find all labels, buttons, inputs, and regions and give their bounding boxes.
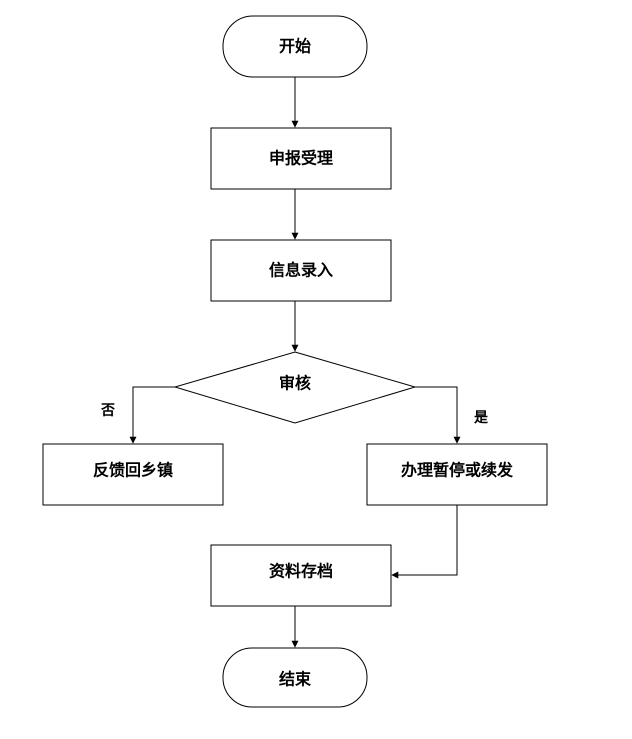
info-entry-label: 信息录入 bbox=[269, 261, 333, 280]
yes-branch-label: 是 bbox=[474, 410, 489, 426]
report-accept-label: 申报受理 bbox=[269, 149, 333, 168]
no-branch-label: 否 bbox=[100, 403, 115, 419]
info-entry-box bbox=[210, 239, 392, 302]
process-box bbox=[366, 443, 548, 506]
edge-process-to-archive bbox=[391, 505, 458, 579]
end-label: 结束 bbox=[278, 670, 312, 689]
edge-review-to-process bbox=[415, 386, 461, 444]
feedback-label: 反馈回乡镇 bbox=[93, 461, 173, 480]
archive-label: 资料存档 bbox=[269, 562, 333, 581]
edge-review-to-feedback bbox=[129, 386, 175, 444]
feedback-box bbox=[42, 443, 224, 506]
review-label: 审核 bbox=[279, 374, 311, 393]
start-label: 开始 bbox=[279, 37, 311, 56]
report-accept-box bbox=[210, 127, 392, 190]
archive-box bbox=[210, 544, 392, 607]
end-terminal bbox=[222, 647, 368, 708]
process-label: 办理暂停或续发 bbox=[401, 461, 514, 480]
review-decision bbox=[173, 351, 417, 424]
start-terminal bbox=[222, 15, 368, 78]
